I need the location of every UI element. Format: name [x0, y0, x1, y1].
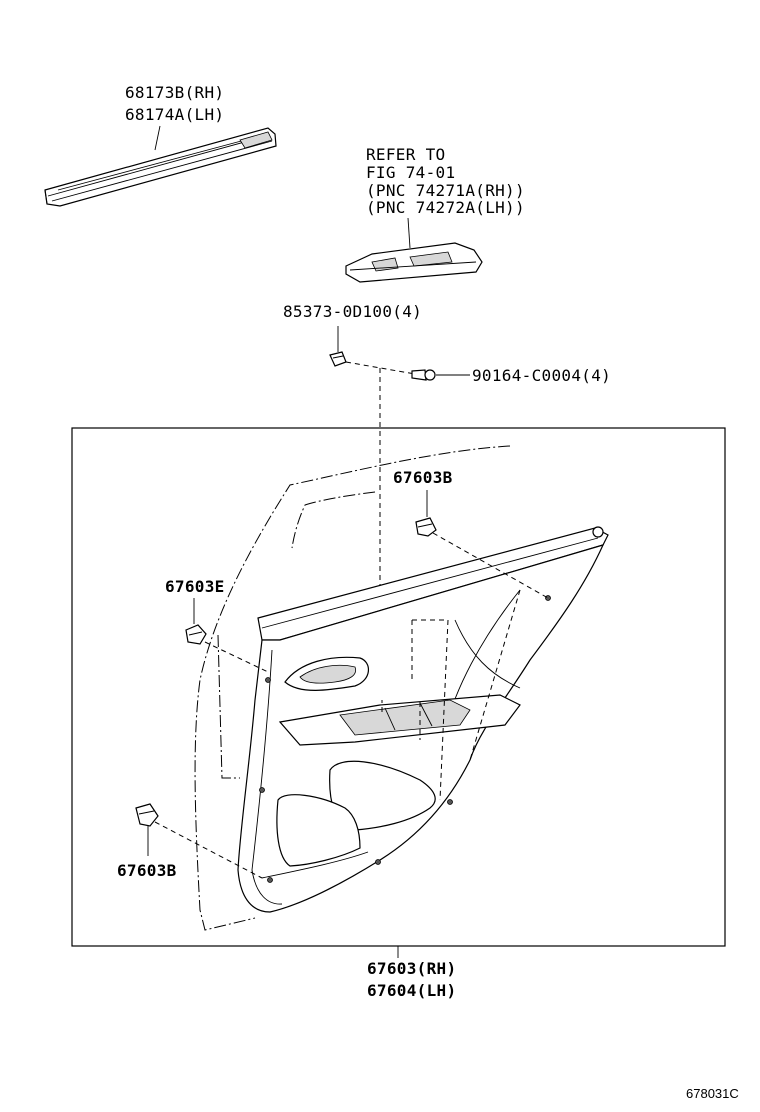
refer-line-4: (PNC 74272A(LH)): [366, 198, 525, 217]
moulding-rh-label: 68173B(RH): [125, 83, 224, 102]
figure-code: 678031C: [686, 1086, 739, 1101]
board-rh-label: 67603(RH): [367, 959, 456, 978]
clip-left-part: [185, 624, 207, 645]
clip-top-part: [415, 517, 437, 537]
clip-left-dashline: [204, 641, 269, 673]
moulding-leader: [154, 125, 161, 151]
board-lh-label: 67604(LH): [367, 981, 456, 1000]
board-inner-dashline: [469, 589, 521, 761]
clip-nut-part: [329, 351, 347, 367]
switch-dropline: [411, 619, 449, 801]
power-window-switch-part: [345, 242, 483, 283]
moulding-lh-label: 68174A(LH): [125, 105, 224, 124]
screw-label: 90164-C0004(4): [472, 366, 611, 385]
assembly-frame: [71, 427, 726, 947]
belt-moulding-part: [44, 127, 277, 207]
door-window-outline: [291, 491, 376, 549]
switch-leader: [407, 217, 411, 249]
clip-top-label: 67603B: [393, 468, 453, 487]
nut-screw-dashline: [345, 361, 416, 375]
refer-line-2: FIG 74-01: [366, 163, 455, 182]
clip-left-label: 67603E: [165, 577, 225, 596]
refer-line-1: REFER TO: [366, 145, 445, 164]
door-inner-outline: [217, 634, 240, 779]
clip-bottom-label: 67603B: [117, 861, 177, 880]
refer-line-3: (PNC 74271A(RH)): [366, 181, 525, 200]
clip-bottom-dashline: [154, 821, 263, 879]
door-outline: [194, 445, 511, 931]
clip-top-dashline: [432, 532, 549, 599]
nut-label: 85373-0D100(4): [283, 302, 422, 321]
screw-part: [411, 369, 436, 381]
clip-bottom-part: [135, 803, 159, 827]
door-trim-board-part: [237, 526, 609, 913]
